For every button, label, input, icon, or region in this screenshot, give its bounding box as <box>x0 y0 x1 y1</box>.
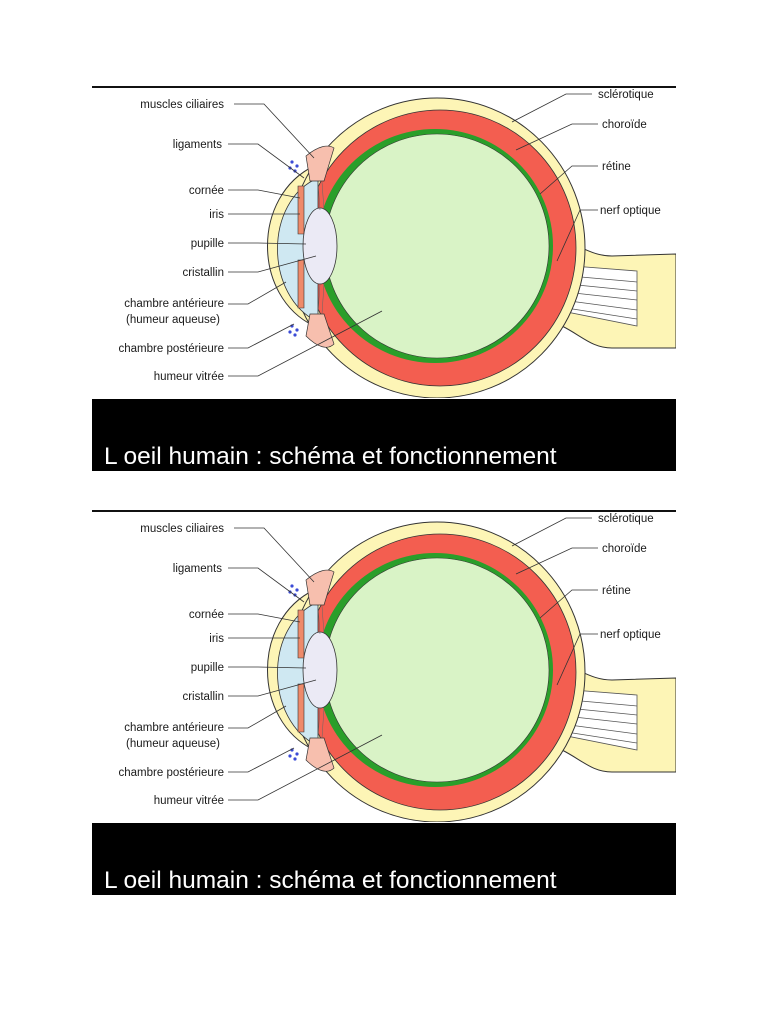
label-chambre-posterieure: chambre postérieure <box>119 343 224 355</box>
label-ligaments: ligaments <box>173 139 222 151</box>
label-cornee: cornée <box>189 185 224 197</box>
label-cristallin: cristallin <box>182 267 224 279</box>
iris-bottom <box>297 259 305 309</box>
label-cornee: cornée <box>189 609 224 621</box>
label-iris: iris <box>209 633 224 645</box>
top-rule <box>92 86 676 88</box>
eye-diagram-figure: muscles ciliaires ligaments cornée iris … <box>92 86 676 398</box>
iris-top <box>297 609 305 659</box>
ciliary-muscle-bottom <box>305 313 335 348</box>
label-chambre-posterieure: chambre postérieure <box>119 767 224 779</box>
eye-diagram-svg-2: muscles ciliaires ligaments cornée iris … <box>119 513 676 822</box>
ciliary-muscle-bottom <box>305 737 335 772</box>
label-pupille: pupille <box>191 662 224 674</box>
label-sclerotique: sclérotique <box>598 89 654 101</box>
ligament-lines <box>317 181 325 315</box>
vitreous-shape <box>324 557 550 783</box>
eye-diagram-svg: muscles ciliaires ligaments cornée iris … <box>119 89 676 398</box>
top-rule <box>92 510 676 512</box>
label-muscles-ciliaires: muscles ciliaires <box>140 523 224 535</box>
label-retine: rétine <box>602 585 631 597</box>
ciliary-muscle-top <box>305 569 335 606</box>
label-humeur-vitree: humeur vitrée <box>154 371 224 383</box>
label-pupille: pupille <box>191 238 224 250</box>
label-humeur-vitree: humeur vitrée <box>154 795 224 807</box>
iris-bottom <box>297 683 305 733</box>
caption-bar-2: L oeil humain : schéma et fonctionnement <box>92 823 676 895</box>
label-humeur-aqueuse: (humeur aqueuse) <box>126 738 220 750</box>
iris-top <box>297 185 305 235</box>
label-nerf-optique: nerf optique <box>600 205 661 217</box>
label-humeur-aqueuse: (humeur aqueuse) <box>126 314 220 326</box>
label-ligaments: ligaments <box>173 563 222 575</box>
lens-shape <box>302 207 338 285</box>
lens-shape <box>302 631 338 709</box>
label-cristallin: cristallin <box>182 691 224 703</box>
leader-lines <box>228 93 598 377</box>
eye-diagram-panel-2: muscles ciliaires ligaments cornée iris … <box>92 510 676 895</box>
label-iris: iris <box>209 209 224 221</box>
eye-diagram-panel: muscles ciliaires ligaments cornée iris … <box>92 86 676 471</box>
label-retine: rétine <box>602 161 631 173</box>
ligament-lines <box>317 605 325 739</box>
vitreous-shape <box>324 133 550 359</box>
eye-diagram-figure-2: muscles ciliaires ligaments cornée iris … <box>92 510 676 822</box>
leader-lines <box>228 517 598 801</box>
label-sclerotique: sclérotique <box>598 513 654 525</box>
label-chambre-anterieure: chambre antérieure <box>124 722 224 734</box>
label-nerf-optique: nerf optique <box>600 629 661 641</box>
ciliary-muscle-top <box>305 145 335 182</box>
caption-text: L oeil humain : schéma et fonctionnement <box>104 443 557 470</box>
label-muscles-ciliaires: muscles ciliaires <box>140 99 224 111</box>
caption-text-2: L oeil humain : schéma et fonctionnement <box>104 867 557 894</box>
label-choroide: choroïde <box>602 119 647 131</box>
caption-bar: L oeil humain : schéma et fonctionnement <box>92 399 676 471</box>
label-chambre-anterieure: chambre antérieure <box>124 298 224 310</box>
label-choroide: choroïde <box>602 543 647 555</box>
